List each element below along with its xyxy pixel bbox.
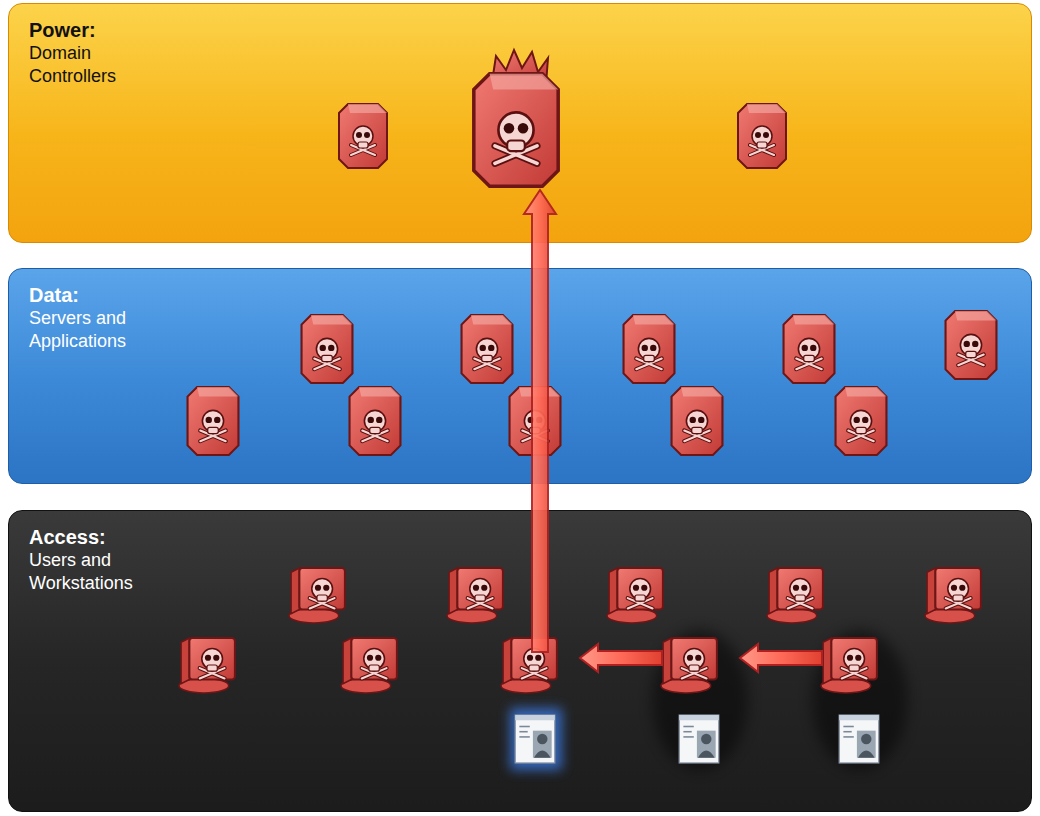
tier-heading: Data:	[29, 283, 179, 307]
tier-heading: Power:	[29, 18, 179, 42]
tier-description: Users and Workstations	[29, 549, 179, 595]
tier-label: Data:Servers and Applications	[29, 283, 179, 353]
tier-description: Servers and Applications	[29, 307, 179, 353]
tier-label: Power:Domain Controllers	[29, 18, 179, 88]
tier-heading: Access:	[29, 525, 179, 549]
tier-label: Access:Users and Workstations	[29, 525, 179, 595]
tier-description: Domain Controllers	[29, 42, 179, 88]
